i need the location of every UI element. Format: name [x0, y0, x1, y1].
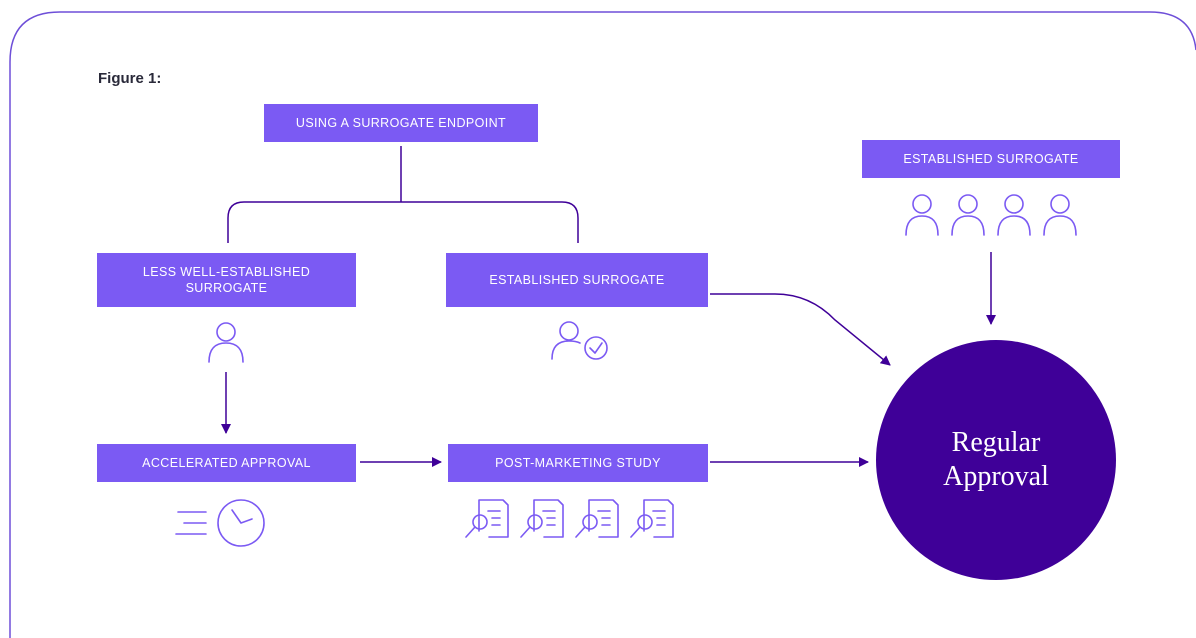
person-icon: [1043, 194, 1077, 236]
figure-label: Figure 1:: [98, 70, 162, 87]
established-right-node-label: ESTABLISHED SURROGATE: [903, 152, 1079, 166]
less-established-node-box: LESS WELL-ESTABLISHED SURROGATE: [97, 253, 356, 307]
person-icon: [208, 322, 244, 363]
document-search-icon: [520, 499, 564, 538]
clock-fast-icon: [175, 499, 265, 547]
root-branch-connector: [227, 146, 579, 243]
post-marketing-study-box: POST-MARKETING STUDY: [448, 444, 708, 482]
document-search-icon: [575, 499, 619, 538]
established-node-box: ESTABLISHED SURROGATE: [446, 253, 708, 307]
root-node-box: USING A SURROGATE ENDPOINT: [264, 104, 538, 142]
regular-approval-label: Regular Approval: [943, 427, 1049, 492]
person-icon: [951, 194, 985, 236]
post-marketing-study-label: POST-MARKETING STUDY: [495, 456, 661, 470]
document-search-icon: [630, 499, 674, 538]
person-check-icon: [551, 321, 608, 360]
person-icon: [905, 194, 939, 236]
arrow-established-to-regular: [710, 293, 891, 366]
regular-approval-circle: Regular Approval: [876, 340, 1116, 580]
accelerated-approval-label: ACCELERATED APPROVAL: [142, 456, 311, 470]
outer-frame: [9, 11, 1196, 638]
less-established-node-label: LESS WELL-ESTABLISHED SURROGATE: [142, 265, 311, 295]
established-node-label: ESTABLISHED SURROGATE: [489, 273, 665, 287]
root-node-label: USING A SURROGATE ENDPOINT: [295, 116, 507, 130]
accelerated-approval-box: ACCELERATED APPROVAL: [97, 444, 356, 482]
established-right-node-box: ESTABLISHED SURROGATE: [862, 140, 1120, 178]
document-search-icon: [465, 499, 509, 538]
person-icon: [997, 194, 1031, 236]
